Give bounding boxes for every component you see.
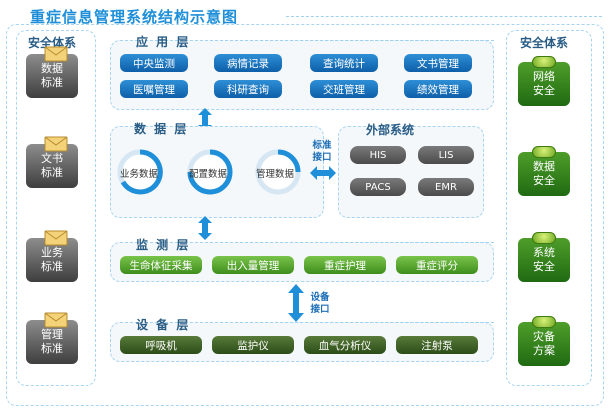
- right-item-data-security: 数据 安全: [518, 146, 570, 196]
- monitor-item-intake-output: 出入量管理: [212, 256, 294, 274]
- data-item-business: 业务数据: [120, 169, 159, 180]
- business-data-ring-icon: [117, 149, 163, 195]
- double-arrow-horizontal-icon: [310, 166, 336, 180]
- left-item-document-standard: 文书 标准: [26, 136, 78, 188]
- app-item-query-statistics: 查询统计: [310, 54, 378, 72]
- management-data-ring-icon: [255, 149, 301, 195]
- device-item-monitor: 监护仪: [212, 336, 294, 354]
- section-divider: [210, 322, 494, 323]
- external-systems-label: 外部系统: [366, 123, 415, 137]
- application-layer-label: 应 用 层: [136, 35, 191, 49]
- green-badge-icon: [532, 316, 556, 328]
- envelope-icon: [44, 312, 68, 328]
- external-item-emr: EMR: [418, 178, 474, 196]
- folder-icon: 文书 标准: [26, 144, 78, 188]
- left-item-data-standard: 数据 标准: [26, 46, 78, 98]
- app-item-central-monitoring: 中央监测: [120, 54, 188, 72]
- device-item-infusion-pump: 注射泵: [396, 336, 478, 354]
- external-systems-panel: [338, 126, 484, 218]
- device-item-ventilator: 呼吸机: [120, 336, 202, 354]
- config-data-ring-icon: [187, 149, 233, 195]
- security-box: 系统 安全: [518, 238, 570, 282]
- external-item-lis: LIS: [418, 146, 474, 164]
- left-item-business-standard: 业务 标准: [26, 230, 78, 282]
- right-column-label: 安全体系: [520, 36, 569, 50]
- app-item-document-management: 文书管理: [404, 54, 472, 72]
- security-box: 数据 安全: [518, 152, 570, 196]
- section-divider: [210, 242, 494, 243]
- page-title: 重症信息管理系统结构示意图: [30, 8, 239, 26]
- double-arrow-vertical-icon: [288, 284, 304, 322]
- data-layer-label: 数 据 层: [134, 122, 189, 136]
- device-interface-label: 设备 接口: [310, 292, 330, 315]
- app-item-case-record: 病情记录: [214, 54, 282, 72]
- envelope-icon: [44, 230, 68, 246]
- right-item-system-security: 系统 安全: [518, 232, 570, 282]
- data-item-management: 管理数据: [256, 169, 295, 180]
- data-item-config: 配置数据: [189, 169, 228, 180]
- green-badge-icon: [532, 146, 556, 158]
- right-item-network-security: 网络 安全: [518, 56, 570, 106]
- green-badge-icon: [532, 232, 556, 244]
- external-item-pacs: PACS: [350, 178, 406, 196]
- green-badge-icon: [532, 56, 556, 68]
- double-arrow-vertical-icon: [198, 216, 212, 240]
- monitor-layer-label: 监 测 层: [136, 238, 191, 252]
- app-item-performance-management: 绩效管理: [404, 80, 472, 98]
- device-layer-label: 设 备 层: [136, 318, 191, 332]
- app-item-research-query: 科研查询: [214, 80, 282, 98]
- security-box: 灾备 方案: [518, 322, 570, 366]
- left-item-management-standard: 管理 标准: [26, 312, 78, 364]
- external-item-his: HIS: [350, 146, 406, 164]
- standard-interface-label: 标准 接口: [312, 140, 332, 163]
- app-item-shift-management: 交班管理: [310, 80, 378, 98]
- envelope-icon: [44, 136, 68, 152]
- monitor-item-vital-signs: 生命体征采集: [120, 256, 202, 274]
- security-box: 网络 安全: [518, 62, 570, 106]
- title-underline: [286, 16, 602, 17]
- monitor-item-critical-care: 重症护理: [304, 256, 386, 274]
- envelope-icon: [44, 46, 68, 62]
- app-item-order-management: 医嘱管理: [120, 80, 188, 98]
- right-item-disaster-recovery: 灾备 方案: [518, 316, 570, 366]
- section-divider: [210, 40, 494, 41]
- diagram-frame: [6, 24, 604, 406]
- monitor-item-severity-score: 重症评分: [396, 256, 478, 274]
- device-item-blood-gas-analyzer: 血气分析仪: [304, 336, 386, 354]
- application-layer-panel: [110, 40, 494, 110]
